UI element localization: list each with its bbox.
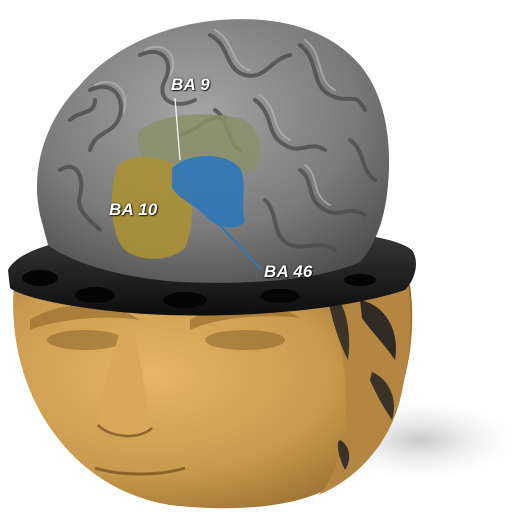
ba46-label: BA 46 <box>264 262 313 282</box>
brain <box>37 19 389 283</box>
ba10-label: BA 10 <box>109 200 158 220</box>
ba9-label: BA 9 <box>171 75 210 95</box>
